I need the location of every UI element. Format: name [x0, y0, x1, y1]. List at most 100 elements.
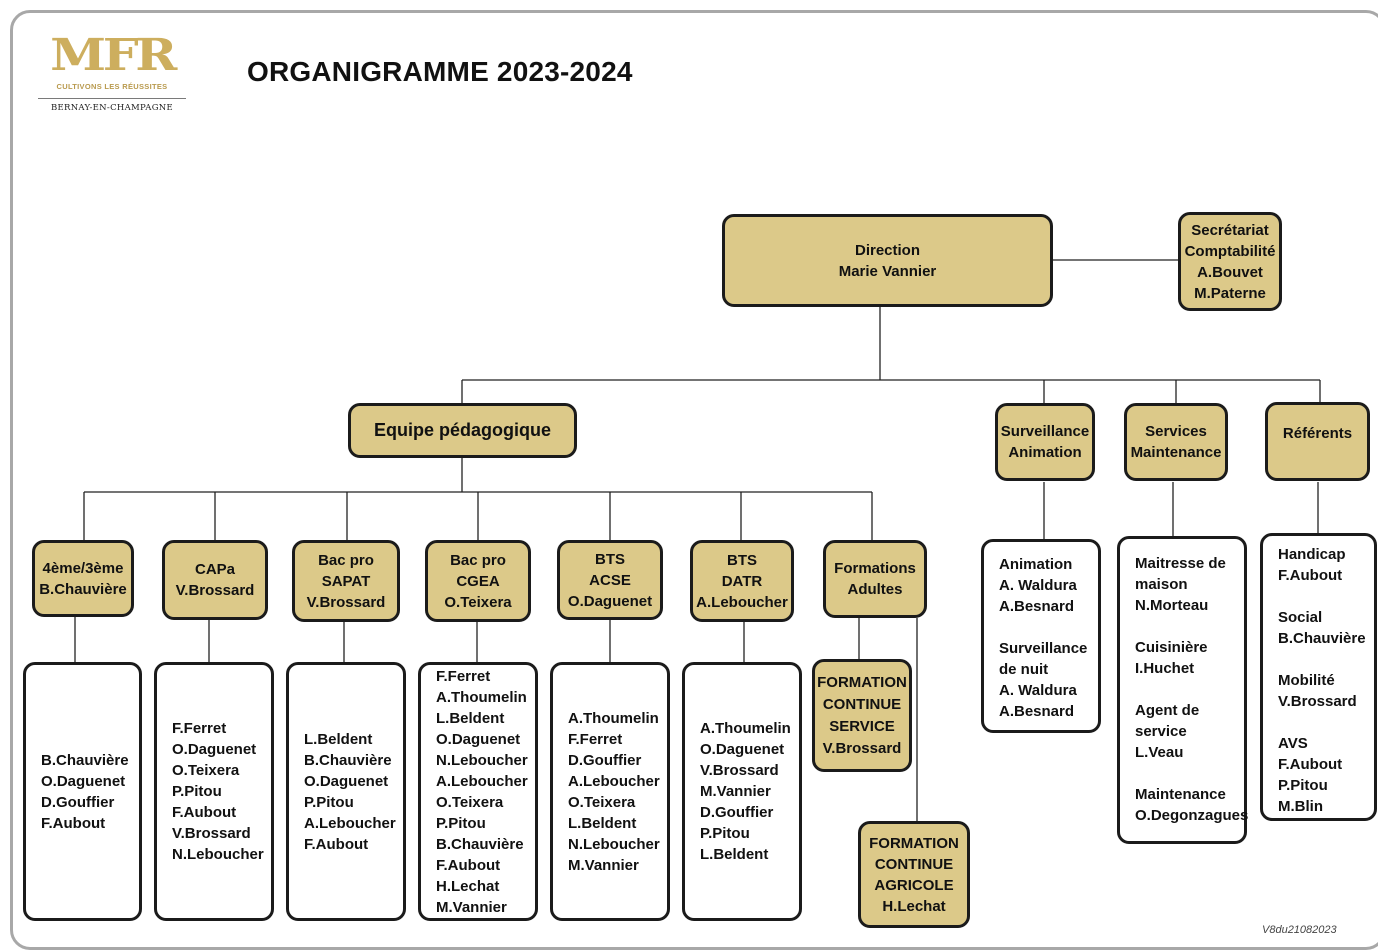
class-header-line: BTS	[727, 551, 757, 569]
staff-line: A.Besnard	[999, 703, 1075, 720]
referents-box: Référents	[1265, 402, 1370, 481]
staff-name: F.Ferret	[436, 667, 491, 685]
staff-line: P.Pitou	[1278, 777, 1328, 794]
class-header-bac-pro-sapat: Bac pro SAPAT V.Brossard	[292, 540, 400, 622]
class-header-bts-datr: BTS DATR A.Leboucher	[690, 540, 794, 622]
formations-adultes-box: Formations Adultes	[823, 540, 927, 618]
services-maintenance-box: Services Maintenance	[1124, 403, 1228, 481]
staff-line: N.Morteau	[1135, 597, 1209, 614]
fc-agricole-line: FORMATION	[869, 834, 959, 852]
class-header-line: Bac pro	[450, 551, 506, 569]
staff-name: H.Lechat	[436, 877, 500, 895]
equipe-pedagogique-box: Equipe pédagogique	[348, 403, 577, 458]
fc-agricole-line: AGRICOLE	[874, 876, 954, 894]
staff-name: O.Daguenet	[700, 741, 785, 758]
fc-agricole-line: H.Lechat	[882, 897, 946, 915]
direction-box: Direction Marie Vannier	[722, 214, 1053, 307]
staff-box-capa: F.Ferret O.Daguenet O.Teixera P.Pitou F.…	[154, 662, 274, 921]
staff-name: M.Vannier	[700, 783, 771, 800]
logo-city: BERNAY-EN-CHAMPAGNE	[50, 103, 174, 113]
class-header-line: Bac pro	[318, 551, 374, 569]
fc-service-line: FORMATION	[817, 673, 907, 691]
dept-label: Animation	[1008, 444, 1082, 461]
staff-line: Social	[1278, 609, 1323, 626]
class-header-line: CGEA	[456, 572, 500, 590]
staff-name: F.Ferret	[172, 720, 227, 737]
class-header-line: ACSE	[589, 571, 631, 589]
dept-label: Services	[1145, 423, 1207, 440]
staff-name: D.Gouffier	[568, 751, 642, 769]
class-header-line: B.Chauvière	[39, 580, 127, 598]
referents-staff-box: Handicap F.Aubout Social B.Chauvière Mob…	[1260, 533, 1377, 821]
staff-line: Maintenance	[1135, 786, 1226, 803]
secretariat-line: Secrétariat	[1191, 221, 1269, 239]
dept-label: Référents	[1282, 425, 1353, 442]
staff-name: P.Pitou	[700, 825, 750, 842]
formation-continue-agricole-box: FORMATION CONTINUE AGRICOLE H.Lechat	[858, 821, 970, 928]
staff-line: Animation	[999, 556, 1073, 573]
staff-name: F.Aubout	[436, 856, 501, 874]
staff-name: O.Teixera	[436, 793, 504, 811]
class-header-line: V.Brossard	[306, 593, 386, 611]
staff-name: V.Brossard	[172, 825, 251, 842]
staff-name: B.Chauvière	[436, 835, 524, 853]
class-header-line: A.Leboucher	[696, 593, 788, 611]
staff-name: O.Teixera	[568, 793, 636, 811]
staff-line: Maitresse de	[1135, 555, 1226, 572]
class-header-bac-pro-cgea: Bac pro CGEA O.Teixera	[425, 540, 531, 622]
staff-line: service	[1135, 723, 1187, 740]
fc-service-line: SERVICE	[829, 717, 895, 735]
fc-service-line: V.Brossard	[822, 739, 902, 757]
staff-line: F.Aubout	[1278, 567, 1343, 584]
class-header-line: SAPAT	[321, 572, 371, 590]
staff-box-bts-acse: A.Thoumelin F.Ferret D.Gouffier A.Lebouc…	[550, 662, 670, 921]
staff-name: L.Beldent	[700, 846, 769, 863]
staff-name: V.Brossard	[700, 762, 779, 779]
staff-name: O.Teixera	[172, 762, 240, 779]
staff-name: O.Daguenet	[172, 741, 257, 758]
staff-name: N.Leboucher	[568, 835, 660, 853]
page-title: ORGANIGRAMME 2023-2024	[247, 56, 633, 87]
fc-agricole-line: CONTINUE	[874, 855, 954, 873]
staff-name: B.Chauvière	[304, 751, 392, 769]
staff-line: O.Degonzagues	[1135, 807, 1249, 824]
staff-line: B.Chauvière	[1278, 630, 1366, 647]
secretariat-line: Comptabilité	[1184, 242, 1276, 260]
staff-line: L.Veau	[1135, 744, 1184, 761]
staff-name: D.Gouffier	[700, 804, 774, 821]
staff-name: P.Pitou	[304, 793, 354, 811]
staff-line: F.Aubout	[1278, 756, 1343, 773]
logo-divider	[38, 98, 186, 99]
staff-box-bac-pro-cgea: F.Ferret A.Thoumelin L.Beldent O.Daguene…	[418, 662, 538, 921]
formations-header-line: Adultes	[847, 581, 903, 598]
staff-name: F.Aubout	[304, 835, 369, 853]
staff-line: Agent de	[1135, 702, 1200, 719]
animation-staff-box: Animation A. Waldura A.Besnard Surveilla…	[981, 539, 1101, 733]
staff-name: A.Leboucher	[568, 772, 660, 790]
class-header-capa: CAPa V.Brossard	[162, 540, 268, 620]
staff-line: M.Blin	[1278, 798, 1323, 815]
staff-line: Cuisinière	[1135, 639, 1208, 656]
staff-name: A.Thoumelin	[700, 720, 791, 737]
staff-line: I.Huchet	[1135, 660, 1195, 677]
staff-line: A.Besnard	[999, 598, 1075, 615]
formation-continue-service-box: FORMATION CONTINUE SERVICE V.Brossard	[812, 659, 912, 772]
class-header-4eme-3eme: 4ème/3ème B.Chauvière	[32, 540, 134, 617]
staff-name: O.Daguenet	[304, 772, 389, 790]
staff-name: A.Thoumelin	[436, 688, 527, 706]
staff-name: A.Leboucher	[436, 772, 528, 790]
surveillance-animation-box: Surveillance Animation	[995, 403, 1095, 481]
staff-name: B.Chauvière	[41, 751, 129, 769]
staff-line: Mobilité	[1278, 672, 1335, 689]
staff-name: F.Ferret	[568, 730, 623, 748]
logo-tagline: CULTIVONS LES RÉUSSITES	[56, 82, 168, 91]
staff-box-bac-pro-sapat: L.Beldent B.Chauvière O.Daguenet P.Pitou…	[286, 662, 406, 921]
class-header-line: O.Daguenet	[567, 592, 653, 610]
staff-name: N.Leboucher	[436, 751, 528, 769]
class-header-line: DATR	[721, 572, 763, 590]
class-header-line: CAPa	[194, 561, 235, 578]
logo-mark: MFR	[50, 30, 177, 81]
class-header-bts-acse: BTS ACSE O.Daguenet	[557, 540, 663, 620]
staff-name: A.Thoumelin	[568, 709, 659, 727]
dept-label: Surveillance	[1000, 423, 1090, 440]
